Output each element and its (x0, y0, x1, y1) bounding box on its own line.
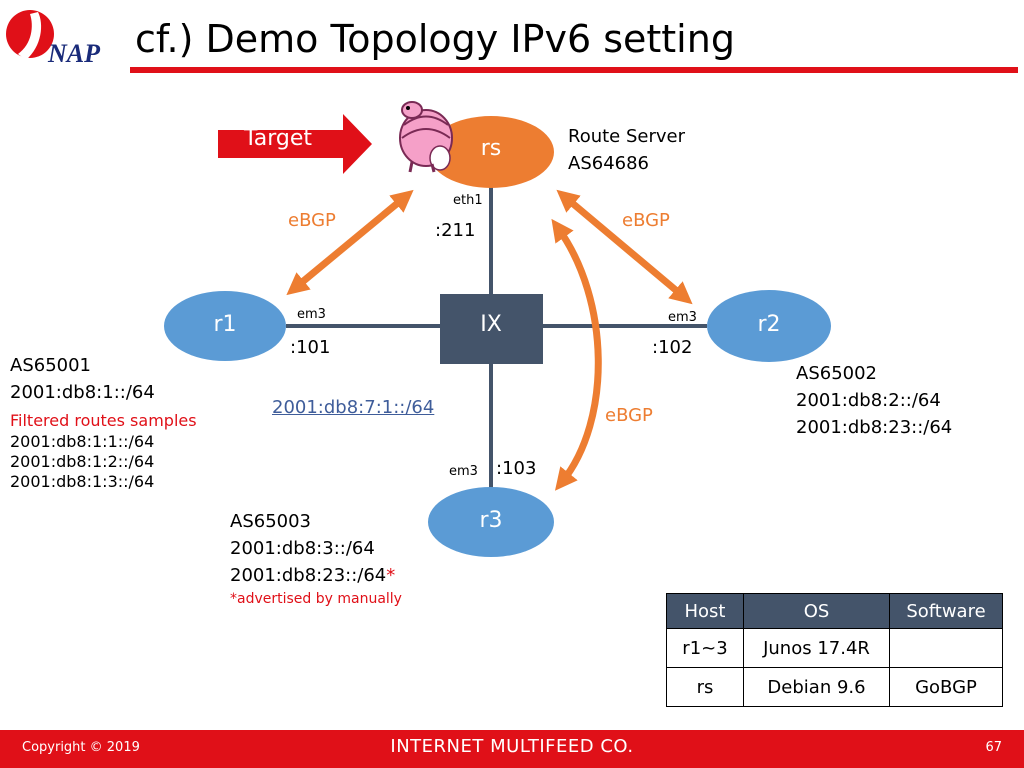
table-header: OS (743, 593, 890, 629)
table-row: r1~3 Junos 17.4R (666, 628, 1003, 668)
node-rs-label: rs (480, 136, 502, 161)
filtered-routes-heading: Filtered routes samples (10, 411, 197, 430)
ebgp-label-left: eBGP (288, 210, 336, 231)
r3-addr-label: :103 (496, 458, 537, 479)
table-cell: r1~3 (666, 628, 744, 668)
page-number: 67 (985, 740, 1002, 755)
r3-prefix-label: 2001:db8:23::/64 (230, 565, 387, 586)
r1-prefix-label: 2001:db8:1::/64 (10, 382, 155, 403)
r2-prefix-label: 2001:db8:2::/64 (796, 390, 941, 411)
node-ix-label: IX (480, 312, 502, 337)
table-cell (889, 628, 1003, 668)
rs-name-label: Route Server (568, 126, 685, 147)
page-title: cf.) Demo Topology IPv6 setting (135, 17, 735, 61)
node-r3-label: r3 (479, 508, 503, 533)
filtered-route-item: 2001:db8:1:3::/64 (10, 472, 155, 491)
manual-note: *advertised by manually (230, 591, 402, 607)
table-header: Host (666, 593, 744, 629)
r1-iface-label: em3 (297, 307, 326, 322)
title-rule (130, 67, 1018, 73)
rs-addr-label: :211 (435, 220, 476, 241)
r2-as-label: AS65002 (796, 363, 877, 384)
r2-addr-label: :102 (652, 337, 693, 358)
manual-mark: * (386, 565, 396, 586)
ebgp-arrow-rs-r2 (556, 189, 693, 305)
node-r2-label: r2 (757, 312, 781, 337)
table-cell: rs (666, 667, 744, 707)
copyright-text: Copyright © 2019 (22, 740, 140, 755)
svg-text:NAP: NAP (47, 39, 101, 68)
node-r3 (428, 487, 554, 557)
target-label: Target (243, 126, 313, 151)
table-cell: GoBGP (889, 667, 1003, 707)
r3-iface-label: em3 (449, 464, 478, 479)
node-r1 (164, 291, 286, 361)
r3-prefix-label: 2001:db8:3::/64 (230, 538, 375, 559)
node-rs (428, 116, 554, 188)
table-cell: Debian 9.6 (743, 667, 890, 707)
ebgp-label-right: eBGP (622, 210, 670, 231)
table-header: Software (889, 593, 1003, 629)
ebgp-arrow-rs-r1 (286, 189, 414, 296)
armadillo-mascot-icon (399, 101, 453, 173)
ebgp-label-lower: eBGP (605, 405, 653, 426)
target-arrow (218, 114, 372, 174)
node-ix (440, 294, 543, 364)
rs-as-label: AS64686 (568, 153, 649, 174)
company-name: INTERNET MULTIFEED CO. (390, 736, 634, 757)
footer-bar: Copyright © 2019 INTERNET MULTIFEED CO. … (0, 730, 1024, 768)
r3-as-label: AS65003 (230, 511, 311, 532)
ix-prefix-label: 2001:db8:7:1::/64 (272, 397, 435, 418)
r1-addr-label: :101 (290, 337, 331, 358)
table-cell: Junos 17.4R (743, 628, 890, 668)
jpnap-logo: NAP (6, 10, 101, 68)
filtered-route-item: 2001:db8:1:1::/64 (10, 432, 155, 451)
rs-iface-label: eth1 (453, 193, 483, 208)
table-row: rs Debian 9.6 GoBGP (666, 667, 1003, 707)
node-r2 (707, 290, 831, 362)
host-table: Host OS Software r1~3 Junos 17.4R rs Deb… (666, 593, 1003, 707)
filtered-route-item: 2001:db8:1:2::/64 (10, 452, 155, 471)
node-r1-label: r1 (213, 312, 237, 337)
r1-as-label: AS65001 (10, 355, 91, 376)
r2-prefix-label: 2001:db8:23::/64 (796, 417, 953, 438)
r2-iface-label: em3 (668, 310, 697, 325)
ebgp-arrow-rs-r3 (551, 218, 602, 491)
r3-prefix-manual: 2001:db8:23::/64* (230, 565, 395, 586)
